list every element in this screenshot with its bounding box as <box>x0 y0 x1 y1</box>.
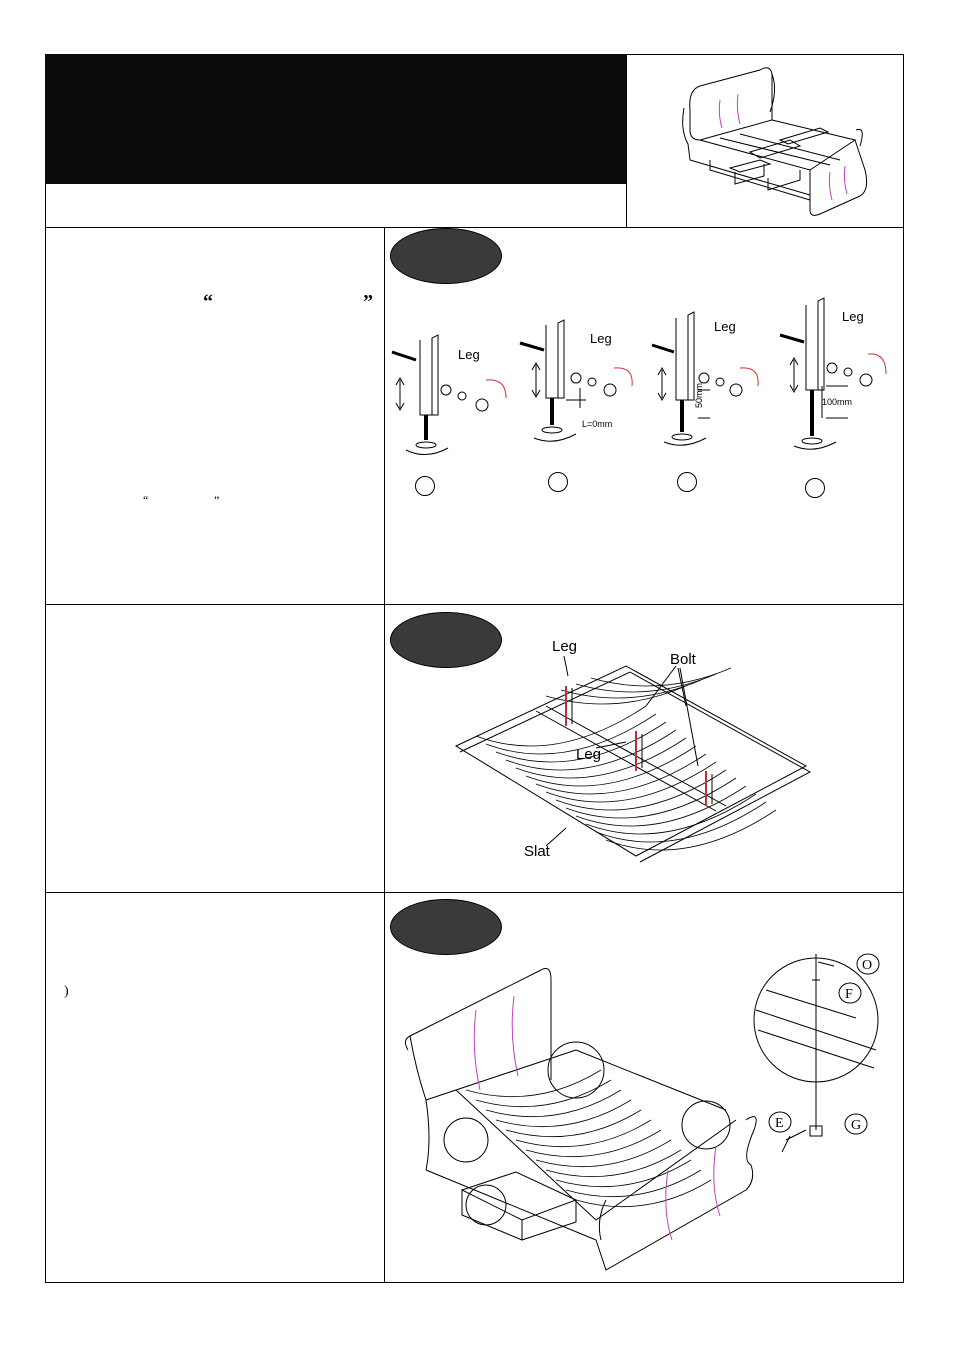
svg-text:G: G <box>851 1118 861 1133</box>
sub-step-circle-3 <box>677 472 697 492</box>
column-divider <box>384 227 385 1283</box>
svg-text:Slat: Slat <box>524 843 551 860</box>
svg-text:Leg: Leg <box>576 746 601 763</box>
leg-diagram-2: Leg L=0mm <box>519 319 633 442</box>
sub-step-circle-2 <box>548 472 568 492</box>
row-divider-3 <box>45 892 904 893</box>
sub-step-circle-1 <box>415 476 435 496</box>
svg-text:Bolt: Bolt <box>670 651 697 668</box>
svg-text:E: E <box>775 1116 784 1131</box>
leg-adjustment-diagrams: Leg Leg L=0mm Leg 50mm <box>391 297 887 455</box>
quote-open: “ <box>203 291 213 313</box>
svg-text:Leg: Leg <box>714 319 736 334</box>
full-bed-assembly-diagram: O F E G <box>404 953 880 1271</box>
callout-f <box>838 982 862 1004</box>
row-divider-2 <box>45 604 904 605</box>
callout-e <box>768 1111 792 1133</box>
quote-close-small: ” <box>214 493 220 507</box>
row-divider-1 <box>45 227 904 228</box>
svg-text:L=0mm: L=0mm <box>582 419 612 429</box>
step-badge-2 <box>390 612 502 668</box>
svg-text:100mm: 100mm <box>822 397 852 407</box>
svg-text:Leg: Leg <box>842 309 864 324</box>
paren-mark: ) <box>64 984 69 999</box>
svg-text:O: O <box>862 958 872 973</box>
header-divider <box>626 54 627 228</box>
step-badge-3 <box>390 899 502 955</box>
quote-close: ” <box>363 291 373 313</box>
step-badge-1 <box>390 228 502 284</box>
bed-thumbnail-illustration <box>682 67 868 216</box>
svg-text:Leg: Leg <box>552 638 577 655</box>
quote-open-small: “ <box>143 493 149 507</box>
callout-g <box>844 1113 868 1135</box>
leg-diagram-3: Leg 50mm <box>651 311 759 446</box>
svg-text:F: F <box>845 987 853 1002</box>
callout-o <box>856 953 880 975</box>
svg-text:Leg: Leg <box>590 331 612 346</box>
title-bar <box>45 54 627 184</box>
leg-diagram-1: Leg <box>391 334 507 455</box>
sub-step-circle-4 <box>805 478 825 498</box>
leg-diagram-4: Leg 100mm <box>779 297 887 450</box>
svg-text:Leg: Leg <box>458 347 480 362</box>
slat-frame-diagram: Leg Bolt Leg Slat <box>454 638 812 863</box>
svg-text:50mm: 50mm <box>694 383 704 408</box>
